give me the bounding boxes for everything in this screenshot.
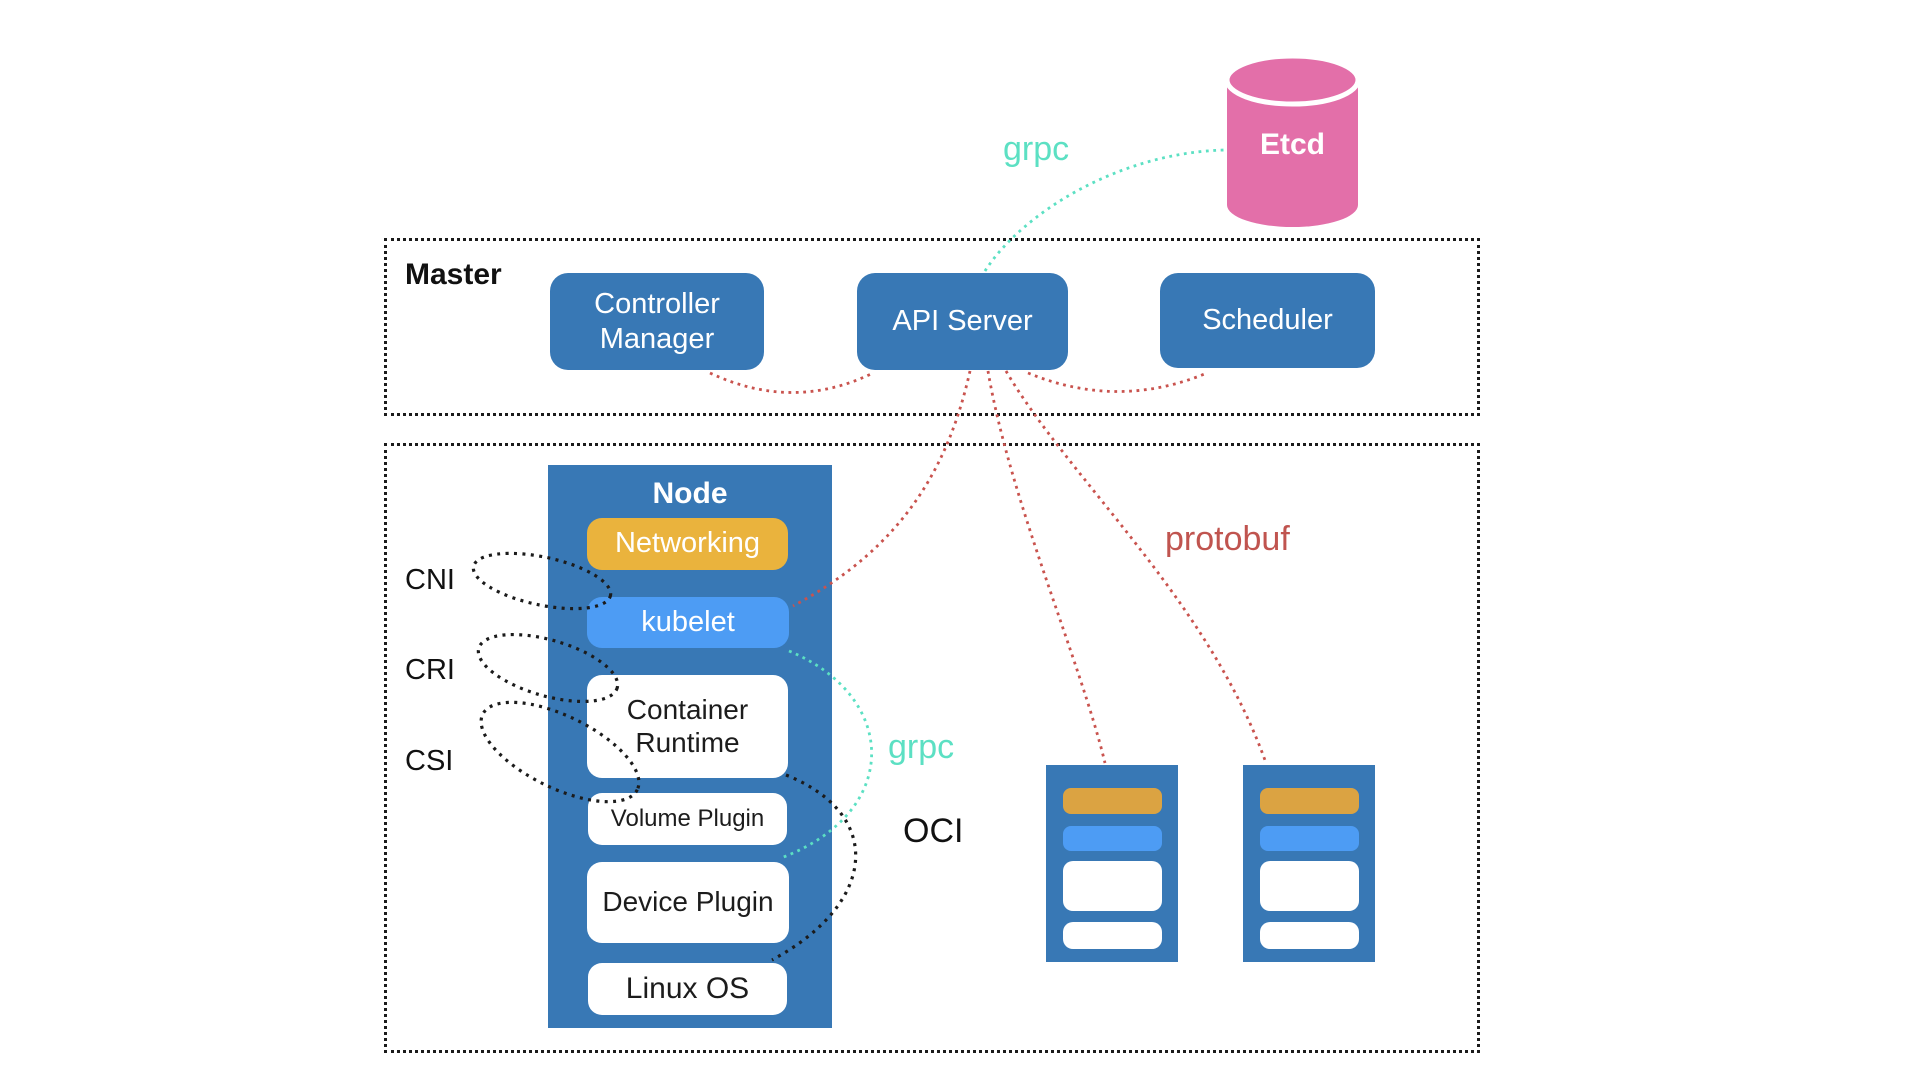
oci-label: OCI xyxy=(903,812,964,850)
cni-label: CNI xyxy=(405,564,455,596)
device-plugin-box: Device Plugin xyxy=(587,862,789,943)
worker2-runtime-bar xyxy=(1260,861,1359,911)
linux-os-box: Linux OS xyxy=(588,963,787,1015)
worker1-networking-bar xyxy=(1063,788,1162,814)
worker2-kubelet-bar xyxy=(1260,826,1359,851)
node-title: Node xyxy=(652,477,728,510)
protobuf-label: protobuf xyxy=(1165,520,1290,558)
controller-manager-label: Controller Manager xyxy=(594,288,720,355)
csi-label: CSI xyxy=(405,745,454,777)
worker1-os-bar xyxy=(1063,922,1162,949)
container-runtime-label: Container Runtime xyxy=(626,694,749,758)
volume-plugin-box: Volume Plugin xyxy=(588,793,787,845)
kubelet-label: kubelet xyxy=(641,605,735,638)
linux-os-label: Linux OS xyxy=(625,971,750,1005)
worker2-networking-bar xyxy=(1260,788,1359,814)
scheduler-label: Scheduler xyxy=(1202,304,1333,337)
volume-plugin-label: Volume Plugin xyxy=(610,805,765,833)
networking-label: Networking xyxy=(614,527,761,560)
grpc-etcd-label: grpc xyxy=(1003,130,1070,168)
cri-label: CRI xyxy=(405,654,455,686)
worker1-runtime-bar xyxy=(1063,861,1162,911)
device-plugin-label: Device Plugin xyxy=(602,886,774,918)
node-box: Node Networking kubelet Container Runtim… xyxy=(548,465,832,1028)
grpc-runtime-label: grpc xyxy=(888,728,955,766)
networking-box: Networking xyxy=(587,518,788,570)
worker2-os-bar xyxy=(1260,922,1359,949)
worker1-kubelet-bar xyxy=(1063,826,1162,851)
etcd-cylinder-top xyxy=(1224,53,1361,107)
container-runtime-box: Container Runtime xyxy=(587,675,788,778)
api-server-box: API Server xyxy=(857,273,1068,370)
api-server-label: API Server xyxy=(892,305,1033,338)
controller-manager-box: Controller Manager xyxy=(550,273,764,370)
worker-node-1 xyxy=(1046,765,1178,962)
master-label: Master xyxy=(405,258,502,291)
etcd-label: Etcd xyxy=(1259,128,1325,161)
scheduler-box: Scheduler xyxy=(1160,273,1375,368)
worker-node-2 xyxy=(1243,765,1375,962)
kubelet-box: kubelet xyxy=(587,597,789,648)
